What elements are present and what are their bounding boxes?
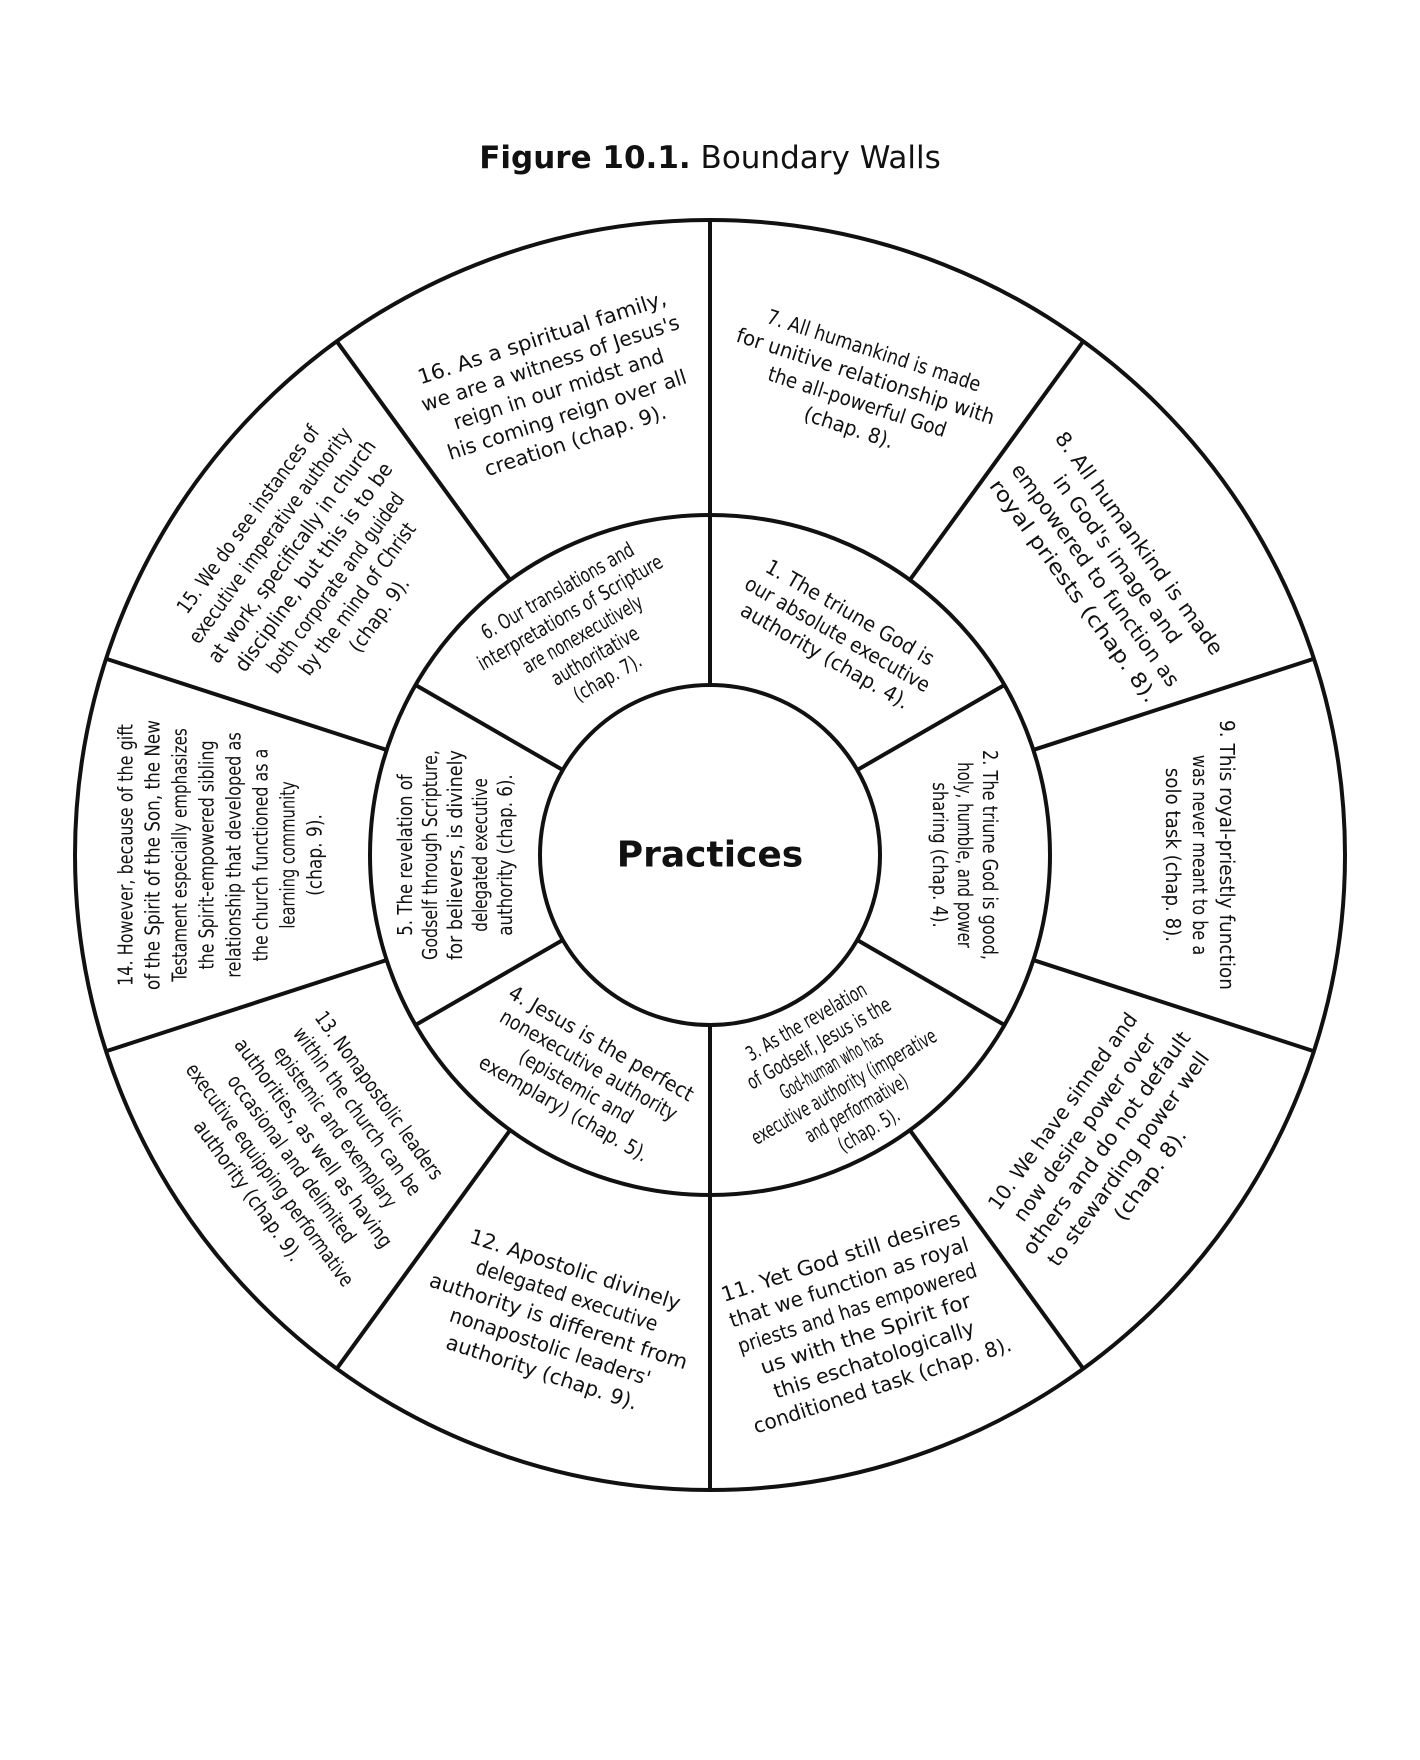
figure-title: Boundary Walls: [700, 140, 941, 176]
segment-text-line: solo task (chap. 8).: [1161, 768, 1185, 942]
inner-divider: [856, 683, 1006, 772]
segment-text-line: learning community: [276, 781, 300, 928]
segment-text-line: the church functioned as a: [249, 749, 273, 962]
segment-text-line: was never meant to be a: [1188, 755, 1212, 955]
segment-text-line: of the Spirit of the Son, the New: [141, 720, 165, 990]
outer-divider: [105, 656, 388, 752]
center-label: Practices: [617, 835, 804, 876]
inner-divider: [856, 938, 1006, 1027]
outer-divider: [105, 958, 388, 1054]
segment-text-line: 9. This royal-priestly function: [1215, 720, 1239, 990]
segment-text-line: for believers, is divinely: [443, 750, 467, 960]
outer-divider: [335, 1128, 512, 1370]
inner-divider: [414, 683, 564, 772]
figure-caption: Figure 10.1. Boundary Walls: [0, 140, 1420, 176]
segment-text-line: the Spirit-empowered sibling: [195, 740, 219, 969]
segment-dividers: [105, 220, 1315, 1490]
segment-text-line: 5. The revelation of: [393, 774, 417, 936]
outer-divider: [1032, 656, 1315, 752]
segment-text-line: 14. However, because of the gift: [114, 724, 138, 986]
outer-divider: [908, 340, 1085, 582]
segment-text-line: delegated executive: [468, 778, 492, 932]
outer-divider: [335, 340, 512, 582]
segment-text-line: sharing (chap. 4).: [928, 782, 952, 927]
inner-segment-2: 2. The triune God is good,holy, humble, …: [928, 750, 1002, 960]
segment-text-line: 2. The triune God is good,: [978, 750, 1002, 960]
segment-text-line: holy, humble, and power: [953, 762, 977, 948]
segment-text-line: (chap. 9).: [303, 814, 327, 896]
outer-divider: [908, 1128, 1085, 1370]
outer-divider: [1032, 958, 1315, 1054]
segment-text-line: Godself through Scripture,: [418, 750, 442, 960]
segment-text-line: relationship that developed as: [222, 732, 246, 978]
outer-segment-16: 16. As a spiritual family,we are a witne…: [415, 286, 690, 481]
figure-label: Figure 10.1.: [479, 140, 691, 176]
segment-text-line: authority (chap. 6).: [493, 774, 517, 936]
segment-text-line: Testament especially emphasizes: [168, 728, 192, 982]
inner-divider: [414, 938, 564, 1027]
